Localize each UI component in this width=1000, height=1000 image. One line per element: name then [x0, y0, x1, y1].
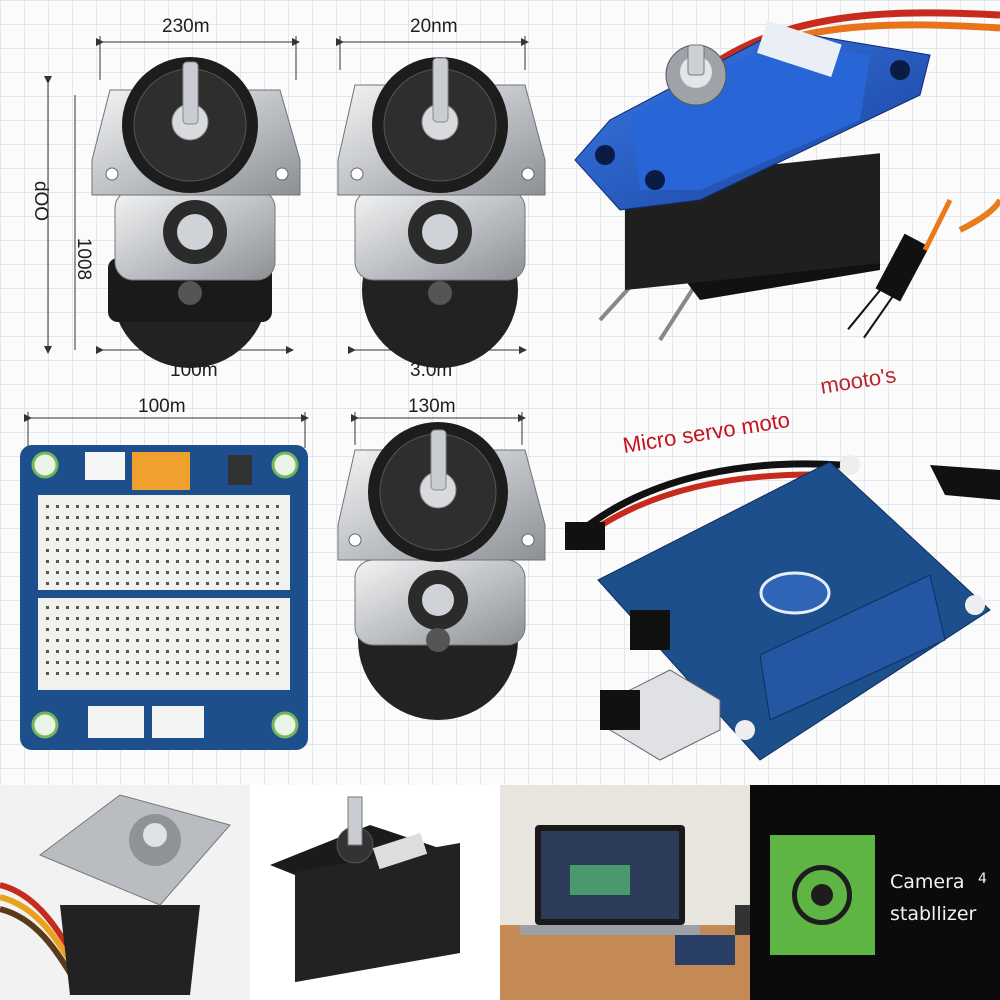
- breadboard-width-label: 100m: [138, 396, 186, 417]
- motor3-width-label: 130m: [408, 396, 456, 417]
- stepper-motor-3: [337, 422, 546, 720]
- tile-camera-stabilizer: Camera 4 stabllizer: [750, 785, 1000, 1000]
- motor1-width-label: 230m: [162, 16, 210, 37]
- tile-servo-metal: [0, 785, 250, 1000]
- tile-laptop: [500, 785, 750, 1000]
- motor1-height-label-b: 1008: [73, 237, 95, 281]
- controller-board: [565, 455, 1000, 761]
- motor2-width-label: 20nm: [410, 16, 458, 37]
- camera-title: Camera: [890, 871, 965, 893]
- stepper-motor-2: [337, 57, 546, 368]
- motor1-base-label: 100m: [170, 360, 218, 381]
- motor1-height-label-a: dOO: [30, 180, 52, 222]
- camera-subtitle: stabllizer: [890, 903, 977, 925]
- tile-servo-black: [250, 785, 500, 1000]
- camera-badge: 4: [978, 871, 987, 887]
- stepper-motor-1: [91, 57, 301, 368]
- motor2-base-label: 3.0m: [410, 360, 453, 381]
- blue-servo: [574, 9, 1000, 342]
- camera-logo-icon: [770, 835, 875, 955]
- product-illustration: [20, 9, 1000, 761]
- breadboard-pcb: [20, 445, 308, 750]
